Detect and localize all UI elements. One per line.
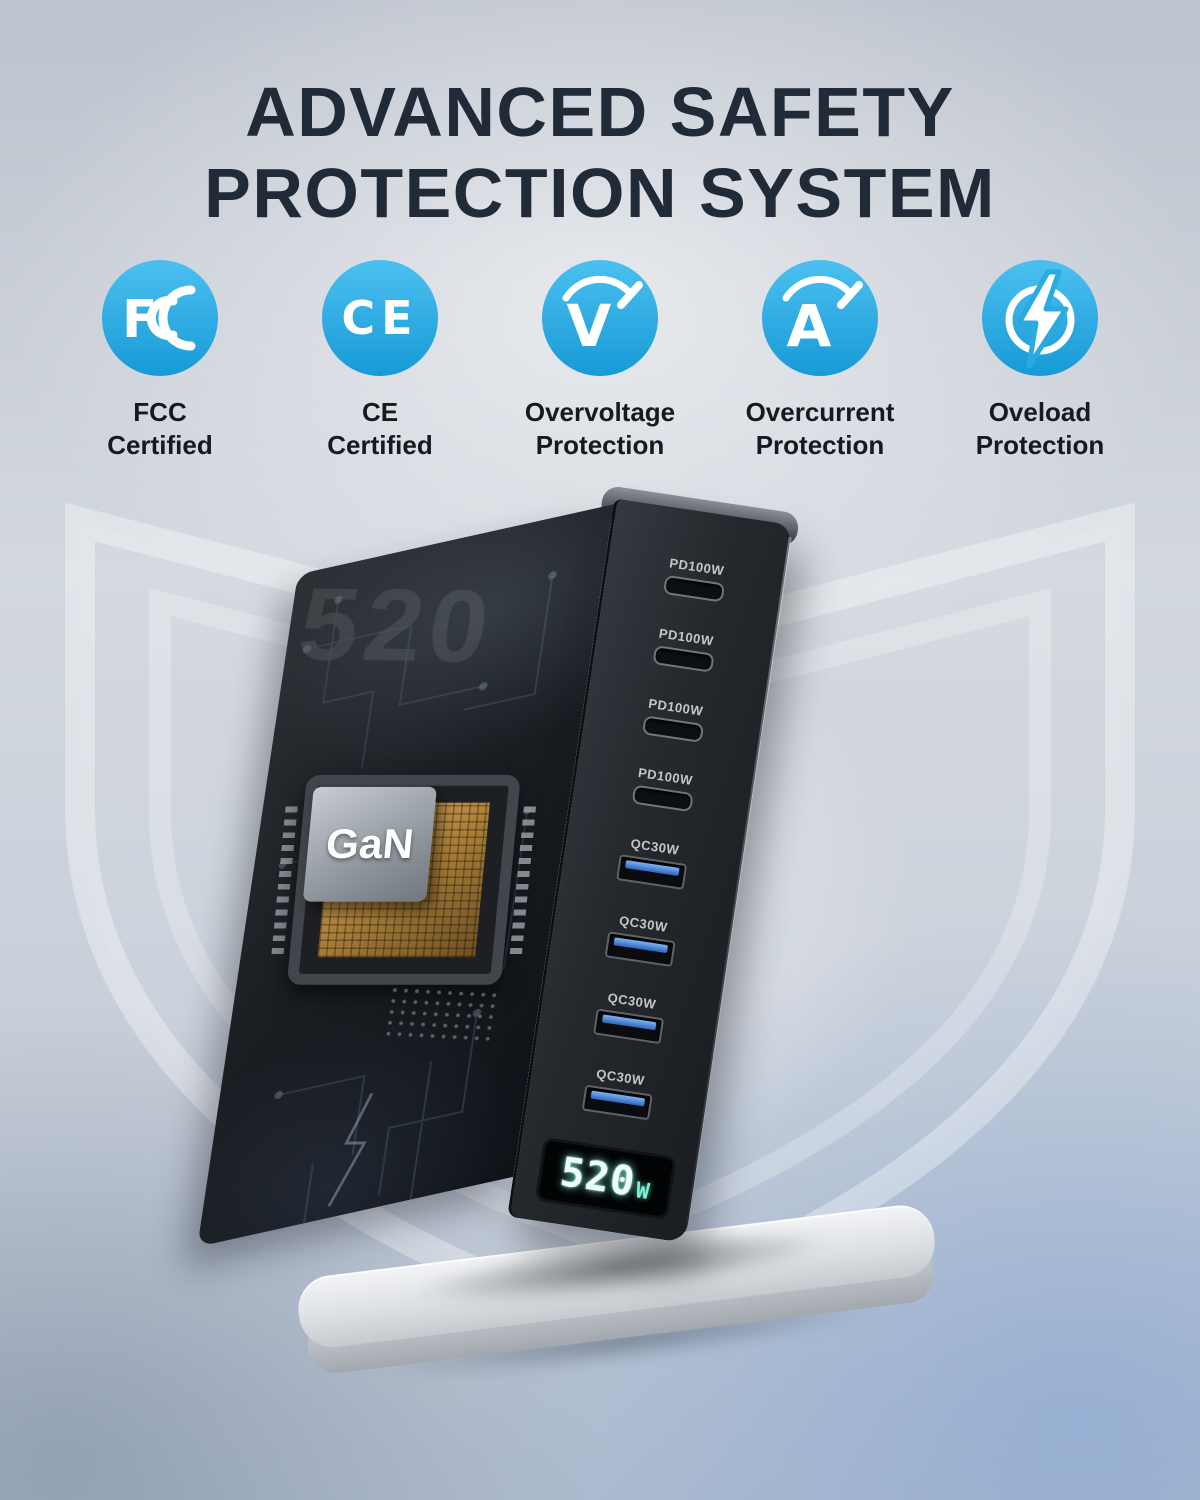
feature-ce-label-line2: Certified	[327, 430, 433, 461]
usb-a-tongue	[590, 1090, 645, 1107]
feature-fcc-label: FCC Certified	[107, 396, 212, 463]
usb-a-port	[604, 930, 676, 967]
feature-overload: Oveload Protection	[930, 260, 1150, 463]
fcc-logo-icon: F	[102, 260, 218, 376]
chip-pin-dots	[382, 984, 501, 1044]
usb-c-port	[631, 784, 694, 813]
feature-overvoltage-label-line1: Overvoltage	[524, 397, 676, 427]
usb-c-port	[652, 644, 715, 673]
svg-text:A: A	[787, 292, 832, 360]
usb-a-tongue	[624, 860, 680, 876]
gan-chip: GaN	[286, 774, 521, 985]
feature-fcc-label-line2: Certified	[107, 430, 213, 461]
feature-overload-label-line2: Protection	[975, 430, 1105, 461]
usb-c-port-group: PD100W	[584, 686, 765, 751]
feature-overcurrent: A Overcurrent Protection	[710, 260, 930, 463]
usb-a-port	[592, 1007, 664, 1044]
port-label: QC30W	[618, 912, 669, 935]
port-label: QC30W	[595, 1066, 646, 1089]
charger-product: 520	[197, 484, 980, 1452]
overcurrent-gauge-icon: A	[762, 260, 878, 376]
usb-a-port-group: QC30W	[550, 903, 732, 975]
side-watermark-text: 520	[291, 567, 503, 685]
certification-feature-row: F FCC Certified CE CE Certified	[50, 260, 1150, 463]
tower-side-panel: 520	[197, 504, 614, 1247]
feature-fcc: F FCC Certified	[50, 260, 270, 463]
display-wattage: 520	[557, 1149, 639, 1206]
overload-lightning-icon	[982, 260, 1098, 376]
feature-ce: CE CE Certified	[270, 260, 490, 463]
port-label: PD100W	[637, 765, 694, 789]
usb-a-port	[615, 854, 687, 890]
feature-overvoltage-label-line2: Protection	[535, 430, 665, 461]
chip-frame	[286, 774, 521, 985]
usb-c-port-group: PD100W	[573, 756, 754, 821]
port-label: PD100W	[668, 555, 726, 579]
chip-gan-plate: GaN	[302, 786, 437, 902]
usb-c-port-group: PD100W	[605, 546, 786, 611]
page-title: ADVANCED SAFETY PROTECTION SYSTEM	[0, 72, 1200, 234]
feature-overcurrent-label: Overcurrent Protection	[746, 396, 895, 463]
usb-a-port-group: QC30W	[562, 826, 744, 898]
feature-overcurrent-label-line2: Protection	[755, 430, 885, 461]
svg-text:V: V	[567, 292, 612, 360]
usb-c-port	[641, 714, 704, 743]
charger-tower: 520	[197, 454, 810, 1309]
usb-a-port-group: QC30W	[539, 980, 721, 1052]
svg-text:CE: CE	[341, 291, 418, 345]
power-display: 520 W	[534, 1136, 677, 1221]
usb-a-tongue	[612, 936, 668, 953]
usb-a-tongue	[601, 1013, 657, 1030]
port-label: QC30W	[629, 835, 681, 858]
feature-overload-label-line1: Oveload	[988, 397, 1092, 427]
feature-ce-label-line1: CE	[361, 397, 399, 427]
feature-overvoltage-label: Overvoltage Protection	[525, 396, 675, 463]
port-label: QC30W	[606, 989, 658, 1012]
overvoltage-gauge-icon: V	[542, 260, 658, 376]
port-label: PD100W	[647, 695, 705, 719]
chip-die	[317, 802, 490, 958]
feature-overcurrent-label-line1: Overcurrent	[745, 397, 895, 427]
feature-overload-label: Oveload Protection	[976, 396, 1105, 463]
feature-ce-label: CE Certified	[327, 396, 432, 463]
title-line-1: ADVANCED SAFETY	[245, 73, 955, 151]
display-unit: W	[634, 1177, 651, 1205]
title-line-2: PROTECTION SYSTEM	[204, 154, 996, 233]
ce-logo-icon: CE	[322, 260, 438, 376]
usb-c-port	[662, 574, 725, 603]
port-label: PD100W	[658, 625, 715, 649]
usb-a-port	[581, 1084, 653, 1121]
feature-fcc-label-line1: FCC	[133, 397, 187, 427]
chip-gan-label: GaN	[324, 820, 416, 867]
feature-overvoltage: V Overvoltage Protection	[490, 260, 710, 463]
usb-a-port-group: QC30W	[527, 1057, 709, 1129]
usb-c-port-group: PD100W	[594, 616, 775, 681]
